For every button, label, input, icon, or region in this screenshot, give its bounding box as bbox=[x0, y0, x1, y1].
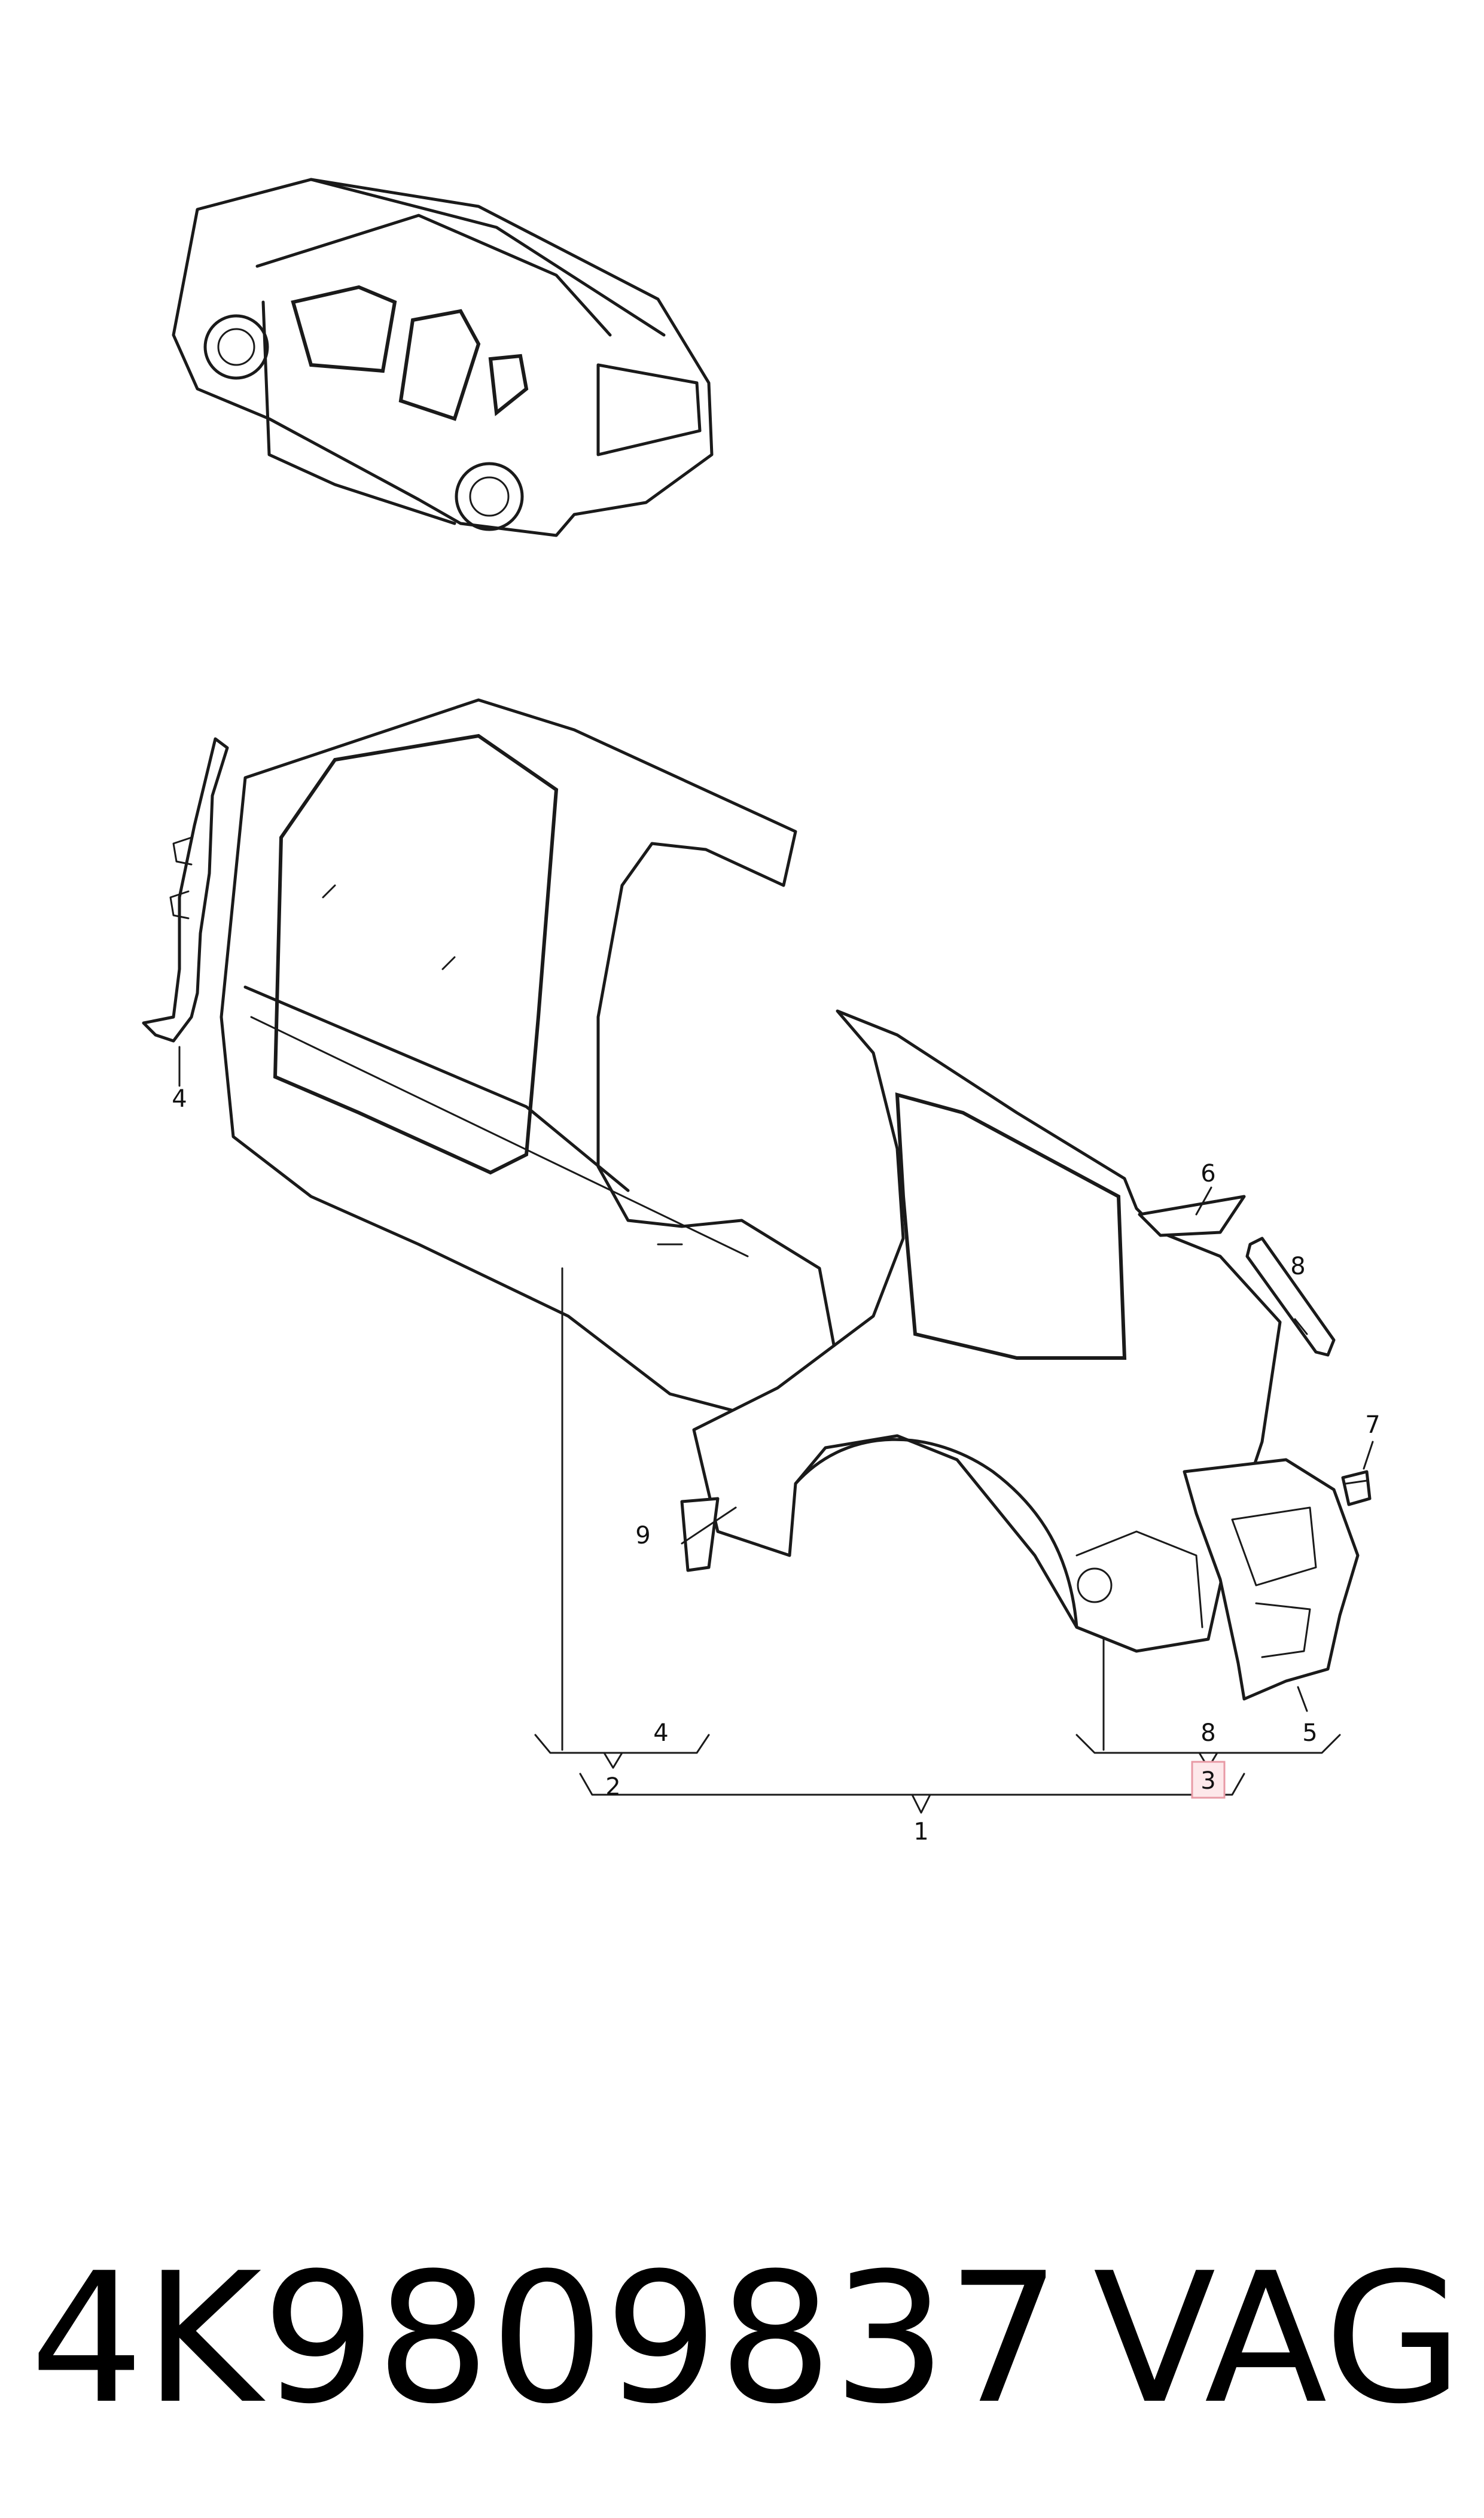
part-9-cap bbox=[680, 1497, 720, 1572]
bracket-part-4 bbox=[142, 737, 229, 1043]
part-5-wheelhouse bbox=[1183, 1458, 1360, 1701]
leader-lines bbox=[178, 1046, 1374, 1751]
callout-7: 7 bbox=[1365, 1411, 1380, 1439]
callout-9: 9 bbox=[635, 1522, 650, 1549]
part-number: 4K9809837 bbox=[30, 2234, 1061, 2443]
callout-4: 4 bbox=[172, 1085, 187, 1113]
overview-car-illustration bbox=[172, 178, 714, 537]
callout-2: 2 bbox=[605, 1773, 620, 1801]
callout-5: 5 bbox=[1302, 1719, 1317, 1747]
callout-4-group: 4 bbox=[653, 1719, 668, 1747]
grouping-brackets bbox=[534, 1734, 1341, 1814]
rear-quarter-panel-part-3 bbox=[692, 1009, 1282, 1653]
part-6-reinforcement bbox=[1138, 1195, 1246, 1237]
callout-1: 1 bbox=[913, 1818, 928, 1846]
callout-3: 3 bbox=[1200, 1767, 1215, 1795]
side-panel-part-2 bbox=[220, 698, 839, 1426]
callout-labels: 4 6 8 7 9 5 4 8 2 3 1 bbox=[172, 1085, 1380, 1846]
part-8-strip bbox=[1245, 1237, 1336, 1357]
parts-diagram: 4 6 8 7 9 5 4 8 2 3 1 bbox=[142, 178, 1381, 1846]
callout-8: 8 bbox=[1290, 1253, 1305, 1280]
part-7-plug bbox=[1341, 1470, 1372, 1506]
callout-6: 6 bbox=[1200, 1160, 1215, 1188]
brand-label: VAG bbox=[1093, 2234, 1463, 2443]
callout-8-group: 8 bbox=[1200, 1719, 1215, 1747]
highlight-callout-3 bbox=[1191, 1761, 1226, 1799]
